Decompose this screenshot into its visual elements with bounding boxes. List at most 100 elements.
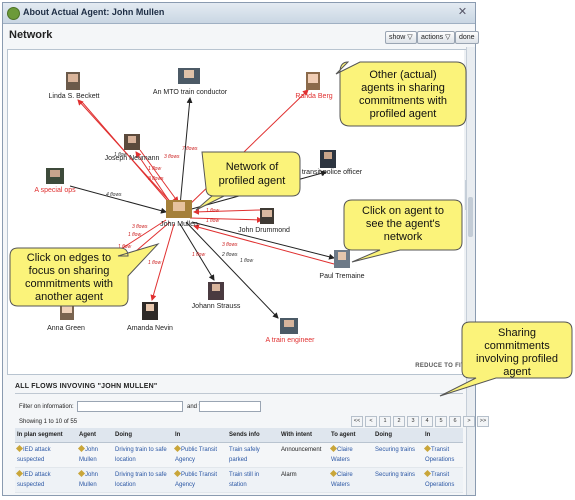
column-header[interactable]: To agent	[329, 428, 373, 443]
table-cell[interactable]: Train safely parked	[227, 442, 279, 468]
node-label[interactable]: Paul Tremaine	[319, 273, 364, 280]
edge-joseph[interactable]	[135, 151, 175, 209]
node-label[interactable]: Amanda Nevin	[127, 325, 173, 332]
edge-label[interactable]: 1 flow	[148, 260, 161, 266]
pager-page-3[interactable]: 3	[407, 416, 419, 427]
edge-label[interactable]: 1 flow	[114, 152, 127, 158]
table-cell[interactable]: John Mullen	[77, 442, 113, 468]
table-cell[interactable]: IED attack suspected	[15, 442, 77, 468]
node-anna[interactable]: Anna Green	[47, 304, 85, 332]
window-scrollbar-thumb[interactable]	[468, 197, 473, 237]
graph-nodes[interactable]: Linda S. Beckett An MTO train conductor …	[34, 68, 365, 344]
node-linda[interactable]: Linda S. Beckett	[49, 72, 100, 100]
node-trainengineer[interactable]: A train engineer	[265, 318, 315, 344]
node-label[interactable]: A special ops	[34, 187, 76, 194]
edge-drummond[interactable]	[189, 216, 263, 223]
edge-label[interactable]: 1 flow	[118, 244, 131, 250]
node-tremaine[interactable]: Paul Tremaine	[319, 250, 365, 280]
column-header[interactable]: Agent	[77, 428, 113, 443]
edge-label[interactable]: 1 flow	[192, 252, 205, 258]
pager-first[interactable]: <<	[351, 416, 363, 427]
pager-prev[interactable]: <	[365, 416, 377, 427]
network-graph-canvas[interactable]: 1 flow 7 flows 3 flows 1 flow 3 flows 4 …	[8, 50, 471, 375]
edge-label[interactable]: 1 flow	[206, 218, 219, 224]
pager-page-4[interactable]: 4	[421, 416, 433, 427]
node-label[interactable]: An MTO train conductor	[153, 89, 228, 96]
pager-last[interactable]: >>	[477, 416, 489, 427]
node-joseph[interactable]: Joseph Neumann	[105, 134, 160, 162]
show-menu-button[interactable]: show ▽	[385, 31, 417, 44]
node-label[interactable]: A train engineer	[265, 337, 315, 344]
table-cell[interactable]: IED attack suspected	[15, 467, 77, 493]
table-cell[interactable]: Train still in station	[227, 467, 279, 493]
pager-next[interactable]: >	[463, 416, 475, 427]
column-header[interactable]: Sends info	[227, 428, 279, 443]
edge-label[interactable]: 7 flows	[182, 146, 198, 152]
table-cell[interactable]: Public Transit Agency	[173, 442, 227, 468]
table-cell[interactable]: Transit Operations	[423, 442, 463, 468]
table-row[interactable]: IED attack suspected John Mullen Driving…	[15, 442, 463, 468]
close-icon[interactable]: ✕	[457, 6, 468, 18]
column-header[interactable]: Doing	[113, 428, 173, 443]
edge-label[interactable]: 3 flows	[132, 224, 148, 230]
pager-page-5[interactable]: 5	[435, 416, 447, 427]
edge-label[interactable]: 1 flow	[128, 232, 141, 238]
edge-joseph-2[interactable]	[139, 149, 179, 203]
edge-label[interactable]: 4 flows	[106, 192, 122, 198]
edge-strauss[interactable]	[179, 223, 215, 281]
node-specialops[interactable]: A special ops	[34, 168, 76, 194]
table-row[interactable]: IED attack suspected John Mullen Driving…	[15, 467, 463, 493]
column-header[interactable]: Doing	[373, 428, 423, 443]
network-graph[interactable]: 1 flow 7 flows 3 flows 1 flow 3 flows 4 …	[7, 49, 471, 375]
edge-mto[interactable]	[179, 97, 193, 207]
column-header[interactable]: In	[423, 428, 463, 443]
table-cell[interactable]: Securing trains	[373, 467, 423, 493]
edge-linda-back[interactable]	[81, 101, 173, 207]
pager-page-1[interactable]: 1	[379, 416, 391, 427]
pager-page-6[interactable]: 6	[449, 416, 461, 427]
node-label[interactable]: Joseph Neumann	[105, 155, 160, 162]
column-header[interactable]: With intent	[279, 428, 329, 443]
graph-edges[interactable]	[69, 89, 335, 319]
node-mto[interactable]: An MTO train conductor	[153, 68, 228, 96]
node-john[interactable]: John Mullen	[160, 200, 198, 228]
edge-label[interactable]: 2 flows	[221, 252, 238, 258]
node-drummond[interactable]: John Drummond	[238, 208, 290, 234]
pager-page-2[interactable]: 2	[393, 416, 405, 427]
column-header[interactable]: In plan segment	[15, 428, 77, 443]
edge-label[interactable]: 3 flows	[164, 154, 180, 160]
edge-randa[interactable]	[185, 89, 309, 209]
edge-label[interactable]: 1 flow	[148, 166, 161, 172]
table-cell[interactable]: Claire Waters	[329, 442, 373, 468]
column-header[interactable]: In	[173, 428, 227, 443]
edge-label[interactable]: 1 flow	[240, 258, 253, 264]
filter-task-input[interactable]	[199, 401, 261, 412]
edge-label[interactable]: 3 flows	[148, 176, 164, 182]
edge-trainengineer[interactable]	[185, 221, 279, 319]
table-cell[interactable]: Securing trains	[373, 442, 423, 468]
node-police[interactable]: transit police officer	[302, 150, 363, 176]
node-label[interactable]: Anna Green	[47, 325, 85, 332]
edge-specialops[interactable]	[69, 185, 167, 214]
node-label[interactable]: Linda S. Beckett	[49, 93, 100, 100]
table-cell[interactable]: Public Transit Agency	[173, 467, 227, 493]
node-amanda[interactable]: Amanda Nevin	[127, 302, 173, 332]
table-cell[interactable]: Driving train to safe location	[113, 442, 173, 468]
node-label[interactable]: Randa Berg	[295, 93, 332, 100]
node-label[interactable]: Johann Strauss	[192, 303, 241, 310]
edge-label[interactable]: 1 flow	[206, 208, 219, 214]
table-cell[interactable]: Driving train to safe location	[113, 467, 173, 493]
window-scrollbar[interactable]	[466, 47, 475, 495]
table-cell[interactable]: Transit Operations	[423, 467, 463, 493]
node-label[interactable]: John Drummond	[238, 227, 290, 234]
edge-tremaine-back[interactable]	[193, 224, 335, 265]
reduce-to-fit-link[interactable]: REDUCE TO FIT	[415, 363, 465, 369]
filter-information-input[interactable]	[77, 401, 183, 412]
done-button[interactable]: done	[455, 31, 479, 44]
node-strauss[interactable]: Johann Strauss	[192, 282, 241, 310]
node-label[interactable]: John Mullen	[160, 221, 198, 228]
node-label[interactable]: transit police officer	[302, 169, 363, 176]
edge-police[interactable]	[187, 170, 327, 211]
edge-tremaine[interactable]	[191, 221, 335, 260]
edge-drummond-back[interactable]	[193, 208, 261, 215]
